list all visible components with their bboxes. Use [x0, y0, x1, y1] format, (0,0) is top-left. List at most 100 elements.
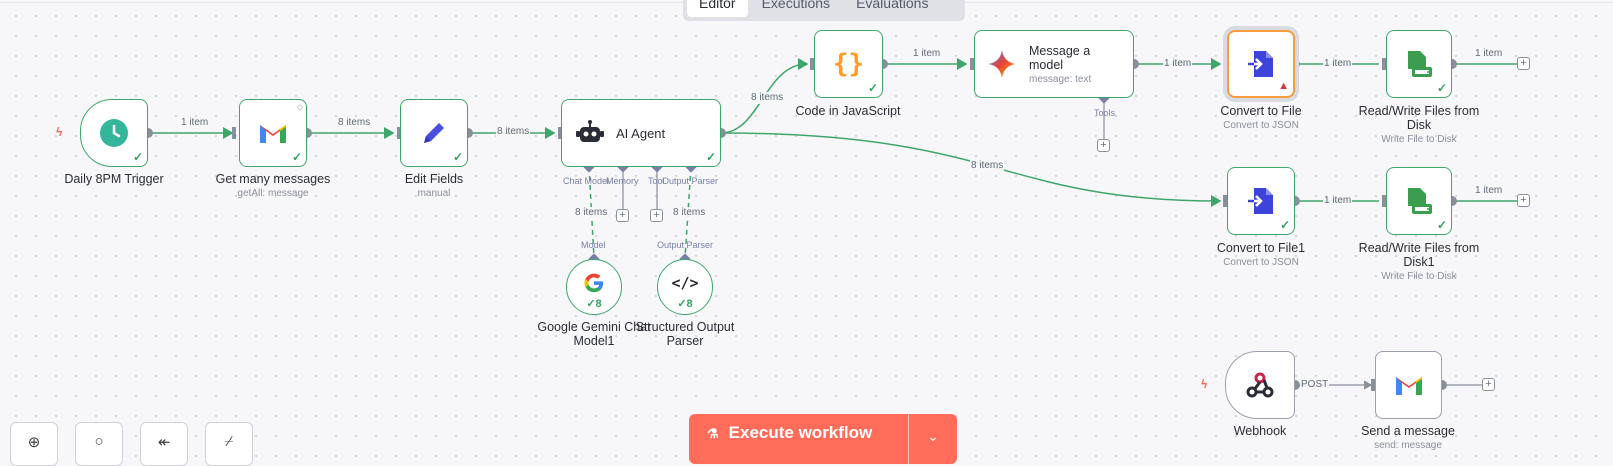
- execute-workflow-button[interactable]: ⚗ Execute workflow ⌄: [689, 414, 957, 464]
- node-label: Structured Output Parser: [635, 320, 735, 348]
- node-subtitle: send: message: [1374, 440, 1442, 451]
- disk-icon: [1404, 49, 1434, 79]
- flask-icon: ⚗: [707, 426, 719, 441]
- warning-icon: ▲: [1278, 80, 1289, 92]
- node-subtitle: Convert to JSON: [1223, 120, 1299, 131]
- gmail-icon: [1394, 373, 1424, 397]
- port-label-model: Model: [581, 240, 606, 250]
- node-ai-agent[interactable]: AI Agent ✓: [561, 99, 721, 167]
- code-braces-icon: {}: [832, 49, 865, 79]
- file-convert-icon: [1246, 186, 1276, 216]
- edge-label: 8 items: [750, 92, 785, 104]
- success-check-icon: ✓: [132, 150, 143, 164]
- clock-icon: [99, 118, 129, 148]
- node-subtitle: manual: [417, 188, 451, 199]
- node-daily-trigger[interactable]: ✓: [80, 99, 148, 167]
- node-gemini-chat[interactable]: ✓8: [566, 259, 622, 315]
- google-icon: [583, 272, 605, 294]
- add-node-button[interactable]: +: [1517, 57, 1530, 70]
- code-tag-icon: </>: [671, 274, 699, 292]
- node-label: Code in JavaScript: [795, 104, 901, 118]
- node-label: Daily 8PM Trigger: [64, 172, 164, 186]
- node-label: Convert to File1: [1216, 241, 1306, 255]
- item-count: ✓8: [586, 298, 602, 310]
- zoom-in-button[interactable]: ○: [75, 422, 123, 466]
- count-value: 8: [686, 298, 693, 310]
- node-message-model[interactable]: Message a model message: text: [974, 30, 1134, 98]
- node-subtitle: getAll: message: [237, 188, 309, 199]
- add-tool-button[interactable]: +: [650, 209, 663, 222]
- node-subtitle: Write File to Disk: [1381, 271, 1457, 282]
- tidy-up-button[interactable]: ⌿: [205, 422, 253, 466]
- node-subtitle: message: text: [1029, 73, 1092, 85]
- add-memory-button[interactable]: +: [616, 209, 629, 222]
- in-port: [970, 58, 974, 70]
- edge-label: 1 item: [912, 48, 942, 60]
- node-code-js[interactable]: {} ✓: [814, 30, 883, 98]
- node-label: Google Gemini Chat Model1: [537, 320, 651, 348]
- success-check-icon: ✓: [452, 150, 463, 164]
- edge-label: 8 items: [970, 160, 1005, 172]
- node-rw-files[interactable]: ✓: [1386, 30, 1452, 98]
- webhook-icon: [1245, 371, 1275, 399]
- robot-icon: [576, 120, 604, 146]
- edge-label: 1 item: [180, 117, 210, 129]
- node-label: Read/Write Files from Disk1: [1358, 241, 1480, 269]
- success-check-icon: ✓: [1436, 81, 1447, 95]
- add-node-button[interactable]: +: [1482, 378, 1495, 391]
- in-port: [1223, 58, 1227, 70]
- node-subtitle: Write File to Disk: [1381, 134, 1457, 145]
- edge-label: 1 item: [1323, 58, 1353, 70]
- zoom-to-fit-button[interactable]: ⊕: [10, 422, 58, 466]
- divider: [908, 414, 909, 464]
- edge-label: POST: [1300, 379, 1330, 391]
- tab-evaluations[interactable]: Evaluations: [856, 0, 929, 11]
- view-tabs: Editor Executions Evaluations: [683, 0, 965, 21]
- edge-label: 1 item: [1474, 185, 1504, 197]
- node-output-parser[interactable]: </> ✓8: [657, 259, 713, 315]
- count-value: 8: [595, 298, 602, 310]
- edge-label: 8 items: [337, 117, 372, 129]
- node-title: Message a model: [1029, 43, 1091, 72]
- in-port: [558, 127, 562, 139]
- node-edit-fields[interactable]: ✓: [400, 99, 468, 167]
- port-label-tool: Tool: [648, 176, 665, 186]
- zoom-out-button[interactable]: ↞: [140, 422, 188, 466]
- port-label-chat-model: Chat Model: [563, 176, 610, 186]
- node-label: Edit Fields: [404, 172, 464, 186]
- in-port: [810, 58, 814, 70]
- settings-badge-icon: ◌: [297, 102, 303, 113]
- add-tools-button[interactable]: +: [1097, 139, 1110, 152]
- add-node-button[interactable]: +: [1517, 194, 1530, 207]
- node-convert-file1[interactable]: ✓: [1227, 167, 1295, 235]
- gmail-icon: [258, 121, 288, 145]
- edge-label: 8 items: [672, 207, 707, 219]
- fit-view-icon: ⊕: [27, 434, 41, 451]
- node-label: Send a message: [1361, 424, 1455, 438]
- edge-label: 8 items: [574, 207, 609, 219]
- node-convert-file[interactable]: ▲: [1227, 30, 1295, 98]
- zoom-in-icon: ○: [94, 433, 104, 450]
- edge-label: 8 items: [496, 126, 531, 138]
- execute-label: Execute workflow: [728, 423, 873, 442]
- tab-editor[interactable]: Editor: [687, 0, 748, 17]
- node-webhook[interactable]: [1225, 351, 1295, 419]
- node-rw-files1[interactable]: ✓: [1386, 167, 1452, 235]
- execute-main[interactable]: ⚗ Execute workflow: [689, 414, 908, 464]
- tab-executions[interactable]: Executions: [761, 0, 831, 11]
- file-convert-icon: [1246, 49, 1276, 79]
- in-port: [1382, 58, 1386, 70]
- node-title: AI Agent: [616, 125, 666, 141]
- port-label-memory: Memory: [606, 176, 639, 186]
- node-get-messages[interactable]: ◌ ✓: [239, 99, 307, 167]
- in-port: [1371, 379, 1375, 391]
- item-count: ✓8: [677, 298, 693, 310]
- success-check-icon: ✓: [1436, 218, 1447, 232]
- broom-icon: ⌿: [224, 433, 234, 450]
- execute-dropdown-button[interactable]: ⌄: [909, 414, 957, 464]
- success-check-icon: ✓: [867, 81, 878, 95]
- node-send-message[interactable]: [1375, 351, 1442, 419]
- gemini-icon: [987, 49, 1017, 79]
